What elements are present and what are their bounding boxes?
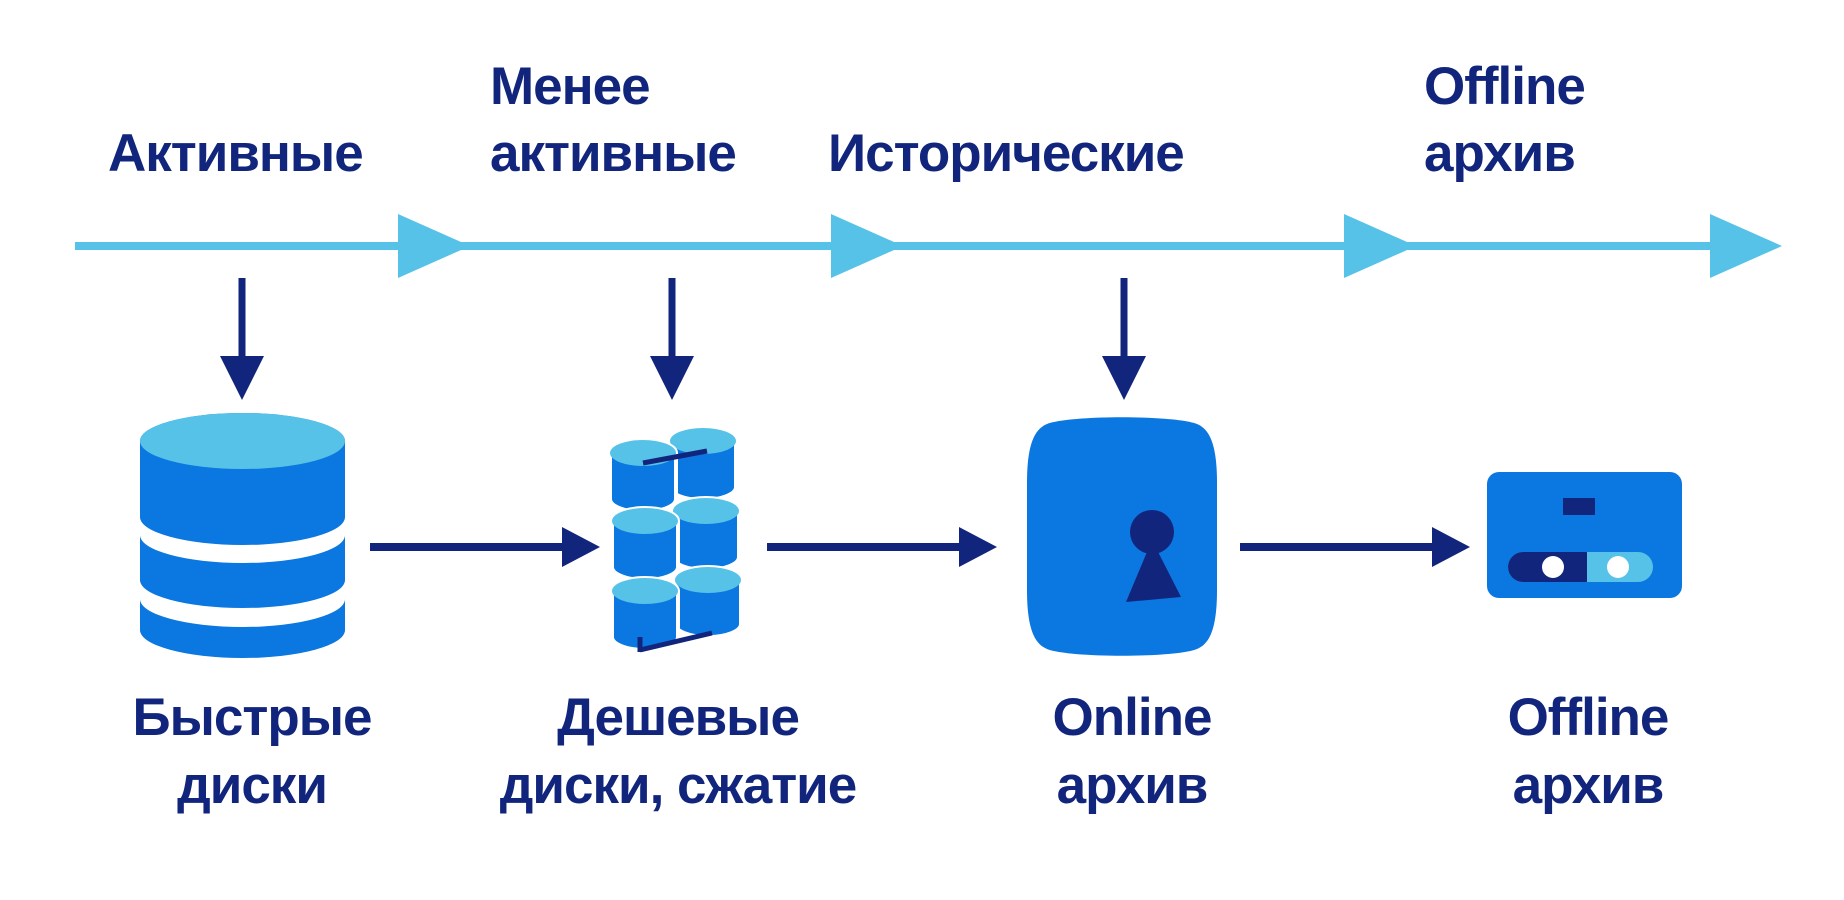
stage-label-historical: Исторические [828, 124, 1185, 183]
flow-arrow-3 [1240, 527, 1470, 567]
tier-title-fast-disks: Быстрые диски [132, 688, 373, 815]
down-arrow-active [220, 278, 264, 400]
flow-arrow-2 [767, 527, 997, 567]
keyhole-icon [1130, 510, 1174, 554]
tier-title-offline-archive: Offline архив [1507, 688, 1670, 815]
down-arrow-historical [1102, 278, 1146, 400]
flow-arrow-1 [370, 527, 600, 567]
stage-label-less-active: Менее активные [490, 57, 737, 183]
online-archive-icon [1027, 417, 1217, 656]
tier-title-online-archive: Online архив [1052, 688, 1213, 815]
tier-title-cheap-disks: Дешевые диски, сжатие [499, 688, 857, 815]
timeline-arrow [75, 214, 1782, 278]
stage-label-offline-arch: Offline архив [1424, 57, 1586, 183]
stage-label-active: Активные [108, 124, 364, 183]
tape-cartridge-icon [1487, 472, 1682, 598]
database-icon [140, 413, 345, 658]
disk-stack-icon [608, 426, 743, 653]
down-arrow-less-active [650, 278, 694, 400]
